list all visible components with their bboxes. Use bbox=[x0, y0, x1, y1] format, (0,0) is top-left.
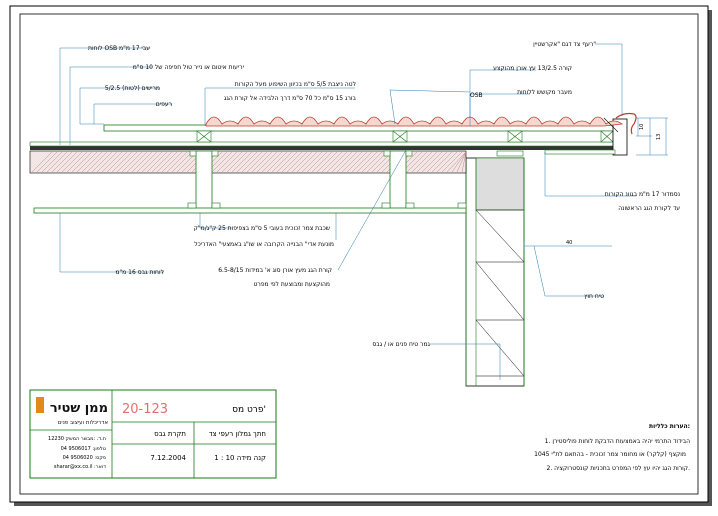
notes-heading: הערות כלליות: bbox=[649, 423, 690, 430]
label-wall-plaster: טיח חוץ bbox=[584, 293, 604, 300]
drawing-frame bbox=[19, 13, 699, 495]
detail-no-label: פרט מס' bbox=[232, 405, 266, 415]
dim-40-label: 40 bbox=[566, 240, 572, 246]
contact-line: 04 9506017 :טלפון bbox=[61, 446, 106, 452]
leader-lines bbox=[59, 43, 636, 380]
label-joist-note-2: מהוקצעת ומבוצעת לפי מפרט bbox=[253, 281, 330, 288]
masonry-wall bbox=[465, 157, 525, 387]
label-rafter-spacing: שכבת צמר זכוכית בעובי 5 ס"מ בצפיפות 25 ק… bbox=[194, 225, 330, 232]
roof-assembly bbox=[29, 112, 637, 214]
company-logo bbox=[36, 397, 44, 413]
detail-no: 20-123 bbox=[122, 402, 168, 417]
label-board-16: לוחות גבס 16 מ"מ bbox=[115, 269, 164, 276]
contact-line: 04 9506020 :פקס bbox=[63, 455, 106, 461]
label-fascia-note: נסמדור 17 מ"מ בגוונ הקורות bbox=[605, 191, 680, 198]
note-item: מוקצף (קלקר) או מחומר צמר זכוכית - בהתאם… bbox=[534, 451, 686, 458]
label-joist-note: קורת הגג מעץ אורן סוג א' במידות 6.5-8/15 bbox=[218, 267, 332, 274]
general-notes: הערות כלליות: 1. הבידוד התרמי יהיה באמצע… bbox=[534, 423, 690, 472]
title-block: ממן שטיר אדריכלות ועיצוב פנים 12230 ת.ד.… bbox=[29, 389, 277, 479]
scale-label: קנה מידה 10 : 1 bbox=[214, 454, 266, 462]
company-logo-text: ממן שטיר bbox=[50, 401, 108, 416]
label-tile-batten-2: בורג 15 ס"מ כל 70 ס"מ דרך הלבידה אל קורת… bbox=[224, 95, 357, 102]
dim-13-label: 13 bbox=[656, 134, 662, 140]
label-osb-marker: OSB bbox=[470, 92, 483, 99]
label-wall-note: גמר טיח פנים או / גבס bbox=[372, 341, 430, 348]
label-vapor-barrier: מונעת אדי" הבנייה הקרובה או שו"ג באמצעי"… bbox=[194, 241, 334, 248]
label-battens: מרישים (לטות) 5/2.5 bbox=[105, 85, 160, 92]
dimension-marks bbox=[523, 117, 668, 250]
dim-10-label: 10 bbox=[639, 124, 645, 130]
label-end-board: רעף צד דגם "אקרשטיין" bbox=[533, 41, 596, 48]
date: 7.12.2004 bbox=[150, 454, 186, 462]
label-fascia-beam: קורה 13/2.5 עץ אורן מהוקצע bbox=[493, 65, 572, 72]
annotations: לוחות OSB עבי 17 מ"מ יריעות איטום או ניי… bbox=[88, 41, 680, 348]
label-tile-batten: לטה ניצבת 5/5 ס"מ בכיוון השיפוע מעל הקור… bbox=[235, 81, 356, 88]
sheet-name: תקרת גבס bbox=[154, 430, 186, 438]
contact-line: 12230 ת.ד. :מבשר המשק bbox=[48, 436, 106, 442]
company-sub: אדריכלות ועיצוב פנים bbox=[58, 419, 109, 426]
label-osb-sheet: לוחות OSB עבי 17 מ"מ bbox=[88, 45, 150, 52]
note-item: 2. קורות הגג יהיו עץ לפי המפרט בתכניות ק… bbox=[547, 465, 691, 472]
label-insulation: יריעות איטום או נייר טול חפיפה של 10 ס"מ bbox=[133, 64, 244, 71]
label-fascia-note-2: עד לקורת הגג הראשונה bbox=[618, 205, 680, 212]
project-label: חתך גמלון רעפי צד bbox=[209, 430, 266, 438]
label-cover-profile: מעבר מקושש ללוחות bbox=[517, 89, 572, 96]
note-item: 1. הבידוד התרמי יהיה באמצעות הדבקת לוחות… bbox=[545, 438, 690, 445]
contact-line: sharar@xx.co.il :דואר bbox=[54, 464, 106, 470]
label-beams: רעפים bbox=[156, 101, 172, 108]
